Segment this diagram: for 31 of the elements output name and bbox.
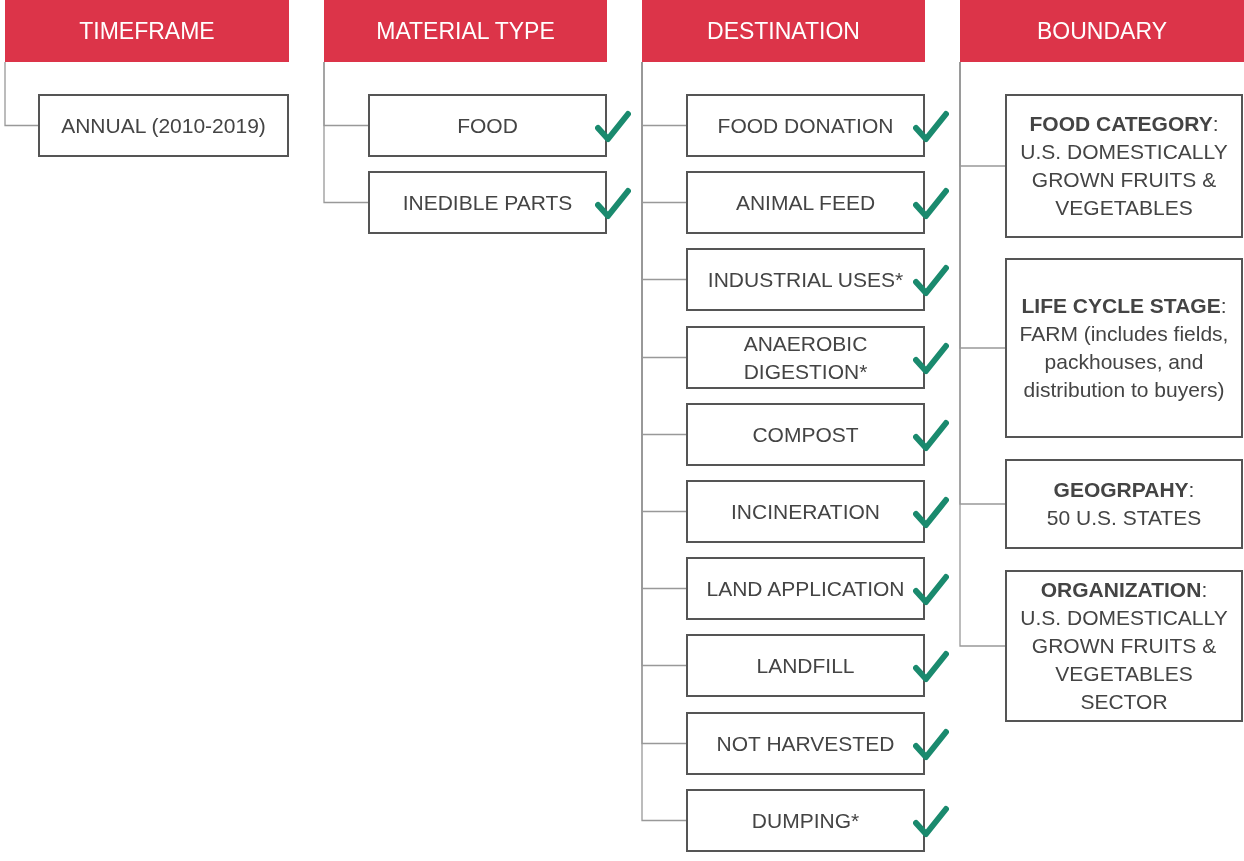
box-text: U.S. DOMESTICALLY GROWN FRUITS & VEGETABLES SECTOR: [1019, 605, 1229, 715]
box-heading: ORGANIZATION:: [1040, 577, 1208, 604]
category-box: FOOD: [368, 94, 607, 157]
box-text: FARM (includes fields, packhouses, and distribution to buyers): [1018, 321, 1230, 403]
category-box: ANNUAL (2010-2019): [38, 94, 289, 157]
connector-line: [4, 61, 39, 127]
boundary-box: [1005, 570, 1243, 722]
category-box: ANAEROBIC DIGESTION*: [686, 326, 925, 389]
box-heading: GEOGRPAHY:: [1053, 477, 1195, 504]
category-box: INEDIBLE PARTS: [368, 171, 607, 234]
category-box: FOOD DONATION: [686, 94, 925, 157]
category-box: DUMPING*: [686, 789, 925, 852]
category-box: INDUSTRIAL USES*: [686, 248, 925, 311]
column-header: BOUNDARY: [960, 0, 1244, 62]
boundary-box: [1005, 459, 1243, 549]
column-header: MATERIAL TYPE: [324, 0, 607, 62]
category-box: COMPOST: [686, 403, 925, 466]
box-heading: LIFE CYCLE STAGE:: [1021, 293, 1227, 320]
column-header: TIMEFRAME: [5, 0, 289, 62]
category-box: LANDFILL: [686, 634, 925, 697]
box-text: 50 U.S. STATES: [1046, 505, 1202, 531]
column-header: DESTINATION: [642, 0, 925, 62]
box-text: U.S. DOMESTICALLY GROWN FRUITS & VEGETABLES: [1019, 139, 1229, 221]
box-heading: FOOD CATEGORY:: [1029, 111, 1219, 138]
category-box: INCINERATION: [686, 480, 925, 543]
connector-line: [323, 61, 369, 204]
category-box: LAND APPLICATION: [686, 557, 925, 620]
category-box: ANIMAL FEED: [686, 171, 925, 234]
boundary-box: [1005, 258, 1243, 438]
boundary-box: [1005, 94, 1243, 238]
category-box: NOT HARVESTED: [686, 712, 925, 775]
